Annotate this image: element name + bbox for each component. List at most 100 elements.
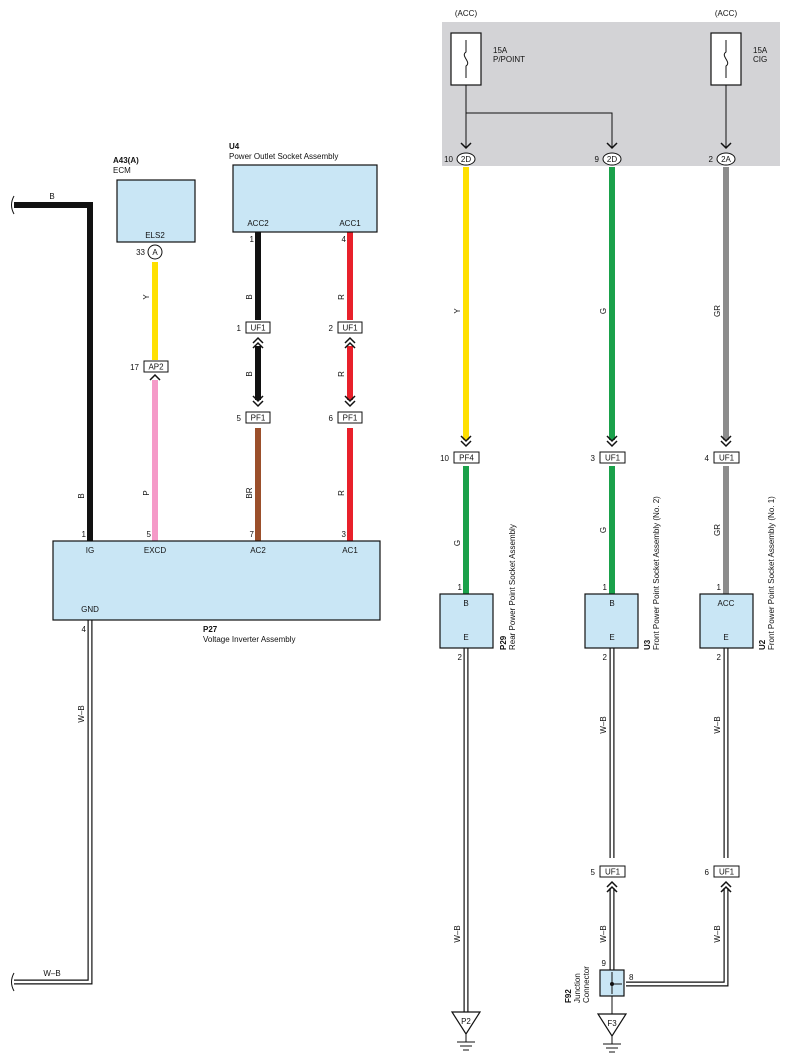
label-exc-p: P (142, 490, 151, 495)
label-u3-wb1: W–B (599, 716, 608, 733)
wire-wb-gnd-inner (14, 620, 92, 984)
p27-pin-gnd: GND (81, 605, 99, 614)
p27-no-ac1: 3 (342, 530, 347, 539)
ground-p2: P2 (450, 1011, 482, 1051)
label-ig-b: B (77, 493, 86, 498)
p27-box (52, 540, 381, 621)
u2-pin-bot: E (723, 633, 728, 642)
svg-text:3: 3 (591, 454, 596, 463)
label-ac1-r: R (337, 490, 346, 496)
conn-uf1-e: UF1 5 (591, 865, 626, 893)
conn-uf1-c: UF1 3 (591, 435, 626, 464)
f92-code: F92 (564, 989, 573, 1003)
u2-no-bot: 2 (717, 653, 722, 662)
svg-text:PF1: PF1 (343, 414, 358, 423)
u4-name: Power Outlet Socket Assembly (229, 152, 338, 161)
jblock-2d-b: 2D 9 (595, 142, 622, 166)
conn-pf1-a: PF1 5 (237, 395, 271, 424)
p29-pin-top: B (463, 599, 468, 608)
label-u2-wb1: W–B (713, 716, 722, 733)
u4-pin1-name: ACC2 (247, 219, 269, 228)
fuse1-line (465, 85, 613, 148)
fuse-cig-name: CIG (753, 55, 767, 64)
p27-pin-ac1: AC1 (342, 546, 358, 555)
conn-uf1-d: UF1 4 (705, 435, 740, 464)
label-u2-gr2: GR (713, 524, 722, 536)
fuse-ppoint-symbol (463, 40, 469, 78)
p29-name: Rear Power Point Socket Assembly (508, 524, 517, 650)
conn-uf1-f: UF1 6 (705, 865, 740, 893)
svg-text:5: 5 (237, 414, 242, 423)
u3-box (584, 593, 639, 649)
u3-code: U3 (643, 639, 652, 650)
wire-b-ig (14, 202, 93, 541)
p27-name: Voltage Inverter Assembly (203, 635, 296, 644)
u3-no-bot: 2 (603, 653, 608, 662)
u4-pin1-no: 1 (250, 235, 255, 244)
wire-break-top (11, 195, 15, 215)
conn-pf4: PF4 10 (440, 435, 480, 464)
u4-pin2-no: 4 (342, 235, 347, 244)
label-pp-y: Y (453, 308, 462, 314)
svg-text:AP2: AP2 (148, 363, 164, 372)
p29-no-top: 1 (458, 583, 463, 592)
u2-no-top: 1 (717, 583, 722, 592)
svg-text:UF1: UF1 (342, 324, 358, 333)
label-pp-wb: W–B (453, 925, 462, 942)
wire-wb-gnd-outer (14, 620, 93, 985)
ecm-name: ECM (113, 166, 131, 175)
wire-wb-u2-inner (626, 648, 728, 986)
conn-uf1-a: UF1 1 (237, 321, 271, 349)
p27-pin-ig: IG (86, 546, 94, 555)
svg-text:1: 1 (237, 324, 242, 333)
label-ac2-br: BR (245, 487, 254, 498)
label-u4-b2: B (245, 371, 254, 376)
label-bottom-wb: W–B (43, 969, 60, 978)
ecm-pin-no: 33 (136, 248, 145, 257)
fuse-ppoint-amp: 15A (493, 46, 508, 55)
svg-text:UF1: UF1 (605, 868, 621, 877)
f92-dot (610, 982, 614, 986)
svg-text:9: 9 (595, 155, 600, 164)
svg-text:UF1: UF1 (605, 454, 621, 463)
svg-text:6: 6 (329, 414, 334, 423)
p29-no-bot: 2 (458, 653, 463, 662)
svg-text:6: 6 (705, 868, 710, 877)
label-u4-r2: R (337, 371, 346, 377)
p27-no-ac2: 7 (250, 530, 255, 539)
u3-pin-bot: E (609, 633, 614, 642)
u3-no-top: 1 (603, 583, 608, 592)
fuse-cig-source: (ACC) (715, 9, 738, 18)
f92-name2: Connector (582, 966, 591, 1003)
u4-box (232, 164, 378, 233)
svg-text:17: 17 (130, 363, 139, 372)
svg-text:10: 10 (444, 155, 453, 164)
u4-pin2-name: ACC1 (339, 219, 361, 228)
p27-no-gnd: 4 (82, 625, 87, 634)
p27-code: P27 (203, 625, 218, 634)
svg-text:PF4: PF4 (459, 454, 474, 463)
svg-text:5: 5 (591, 868, 596, 877)
svg-text:10: 10 (440, 454, 449, 463)
label-u3-wb2: W–B (599, 925, 608, 942)
label-u4-b1: B (245, 294, 254, 299)
svg-text:UF1: UF1 (719, 868, 735, 877)
label-ecm-y: Y (142, 294, 151, 300)
label-u3-g2: G (599, 527, 608, 533)
u3-name: Front Power Point Socket Assembly (No. 2… (652, 496, 661, 650)
ecm-pin-letter: A (152, 248, 158, 257)
svg-text:PF1: PF1 (251, 414, 266, 423)
svg-text:UF1: UF1 (719, 454, 735, 463)
label-u2-wb2: W–B (713, 925, 722, 942)
p29-pin-bot: E (463, 633, 468, 642)
svg-text:2D: 2D (461, 155, 471, 164)
u2-name: Front Power Point Socket Assembly (No. 1… (767, 496, 776, 650)
fuse-cig-amp: 15A (753, 46, 768, 55)
u2-pin-top: ACC (718, 599, 735, 608)
p29-box (439, 593, 494, 649)
svg-text:2: 2 (709, 155, 714, 164)
label-u3-g1: G (599, 308, 608, 314)
svg-text:2D: 2D (607, 155, 617, 164)
u2-box (699, 593, 754, 649)
